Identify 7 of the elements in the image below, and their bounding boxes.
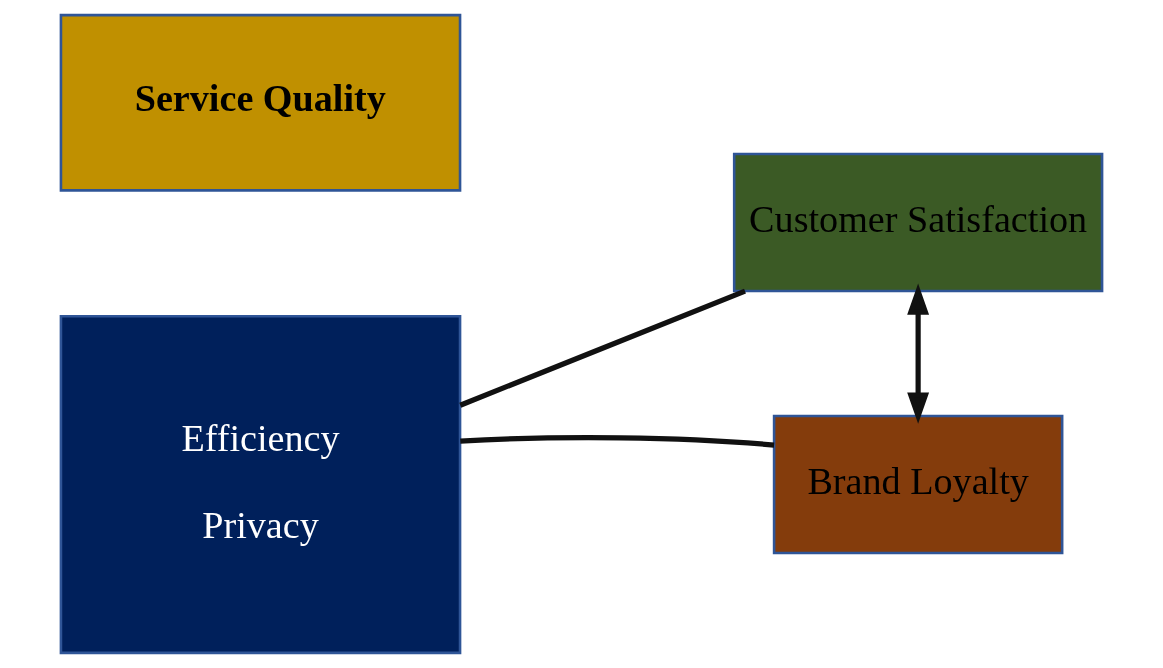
arrow <box>907 283 930 424</box>
node-box: Efficiency Privacy <box>59 314 462 655</box>
connector <box>460 435 775 448</box>
node-box: Brand Loyalty <box>772 414 1064 555</box>
connector <box>459 288 746 408</box>
node-box: Service Quality <box>59 13 462 192</box>
node-box: Customer Satisfaction <box>732 152 1104 293</box>
